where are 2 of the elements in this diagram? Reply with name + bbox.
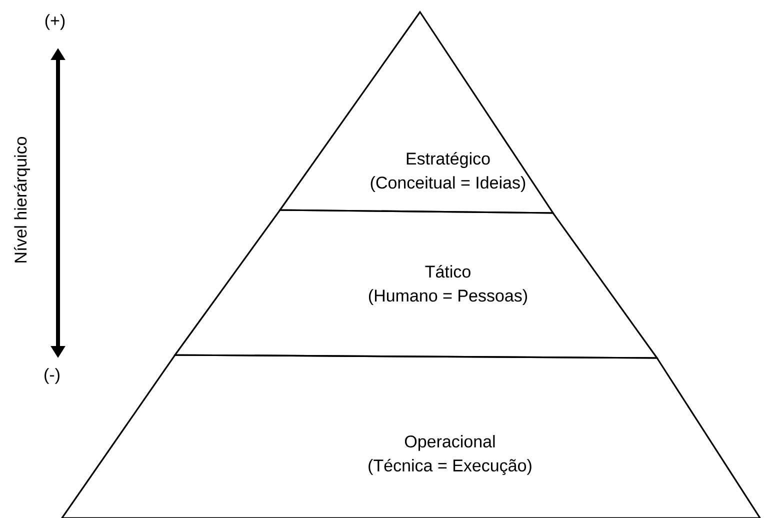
- axis-label: Nível hierárquico: [14, 136, 30, 262]
- sign-label: (+): [45, 14, 65, 30]
